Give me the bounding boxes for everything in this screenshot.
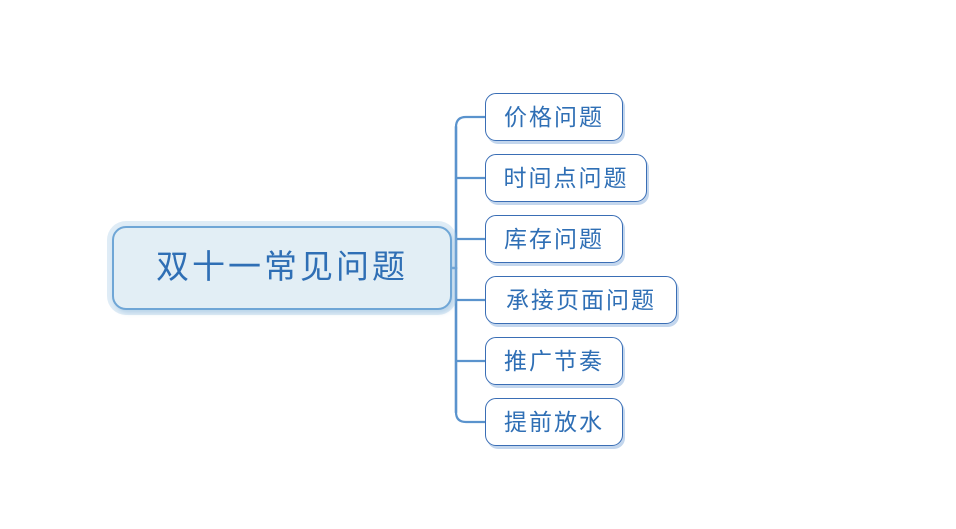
child-node[interactable]: 推广节奏 [485, 337, 623, 385]
child-node[interactable]: 库存问题 [485, 215, 623, 263]
root-node[interactable]: 双十一常见问题 [112, 226, 452, 310]
child-node[interactable]: 承接页面问题 [485, 276, 677, 324]
child-node-label: 承接页面问题 [506, 287, 656, 313]
branch-line-0 [454, 115, 487, 129]
child-node[interactable]: 价格问题 [485, 93, 623, 141]
child-node-label: 库存问题 [504, 226, 604, 252]
child-node-label: 价格问题 [504, 104, 604, 130]
root-node-label: 双十一常见问题 [156, 249, 408, 286]
child-node[interactable]: 时间点问题 [485, 154, 647, 202]
child-node[interactable]: 提前放水 [485, 398, 623, 446]
child-node-label: 时间点问题 [503, 165, 629, 191]
child-node-label: 推广节奏 [504, 348, 604, 374]
child-node-label: 提前放水 [504, 409, 604, 435]
branch-line-5 [454, 410, 487, 424]
